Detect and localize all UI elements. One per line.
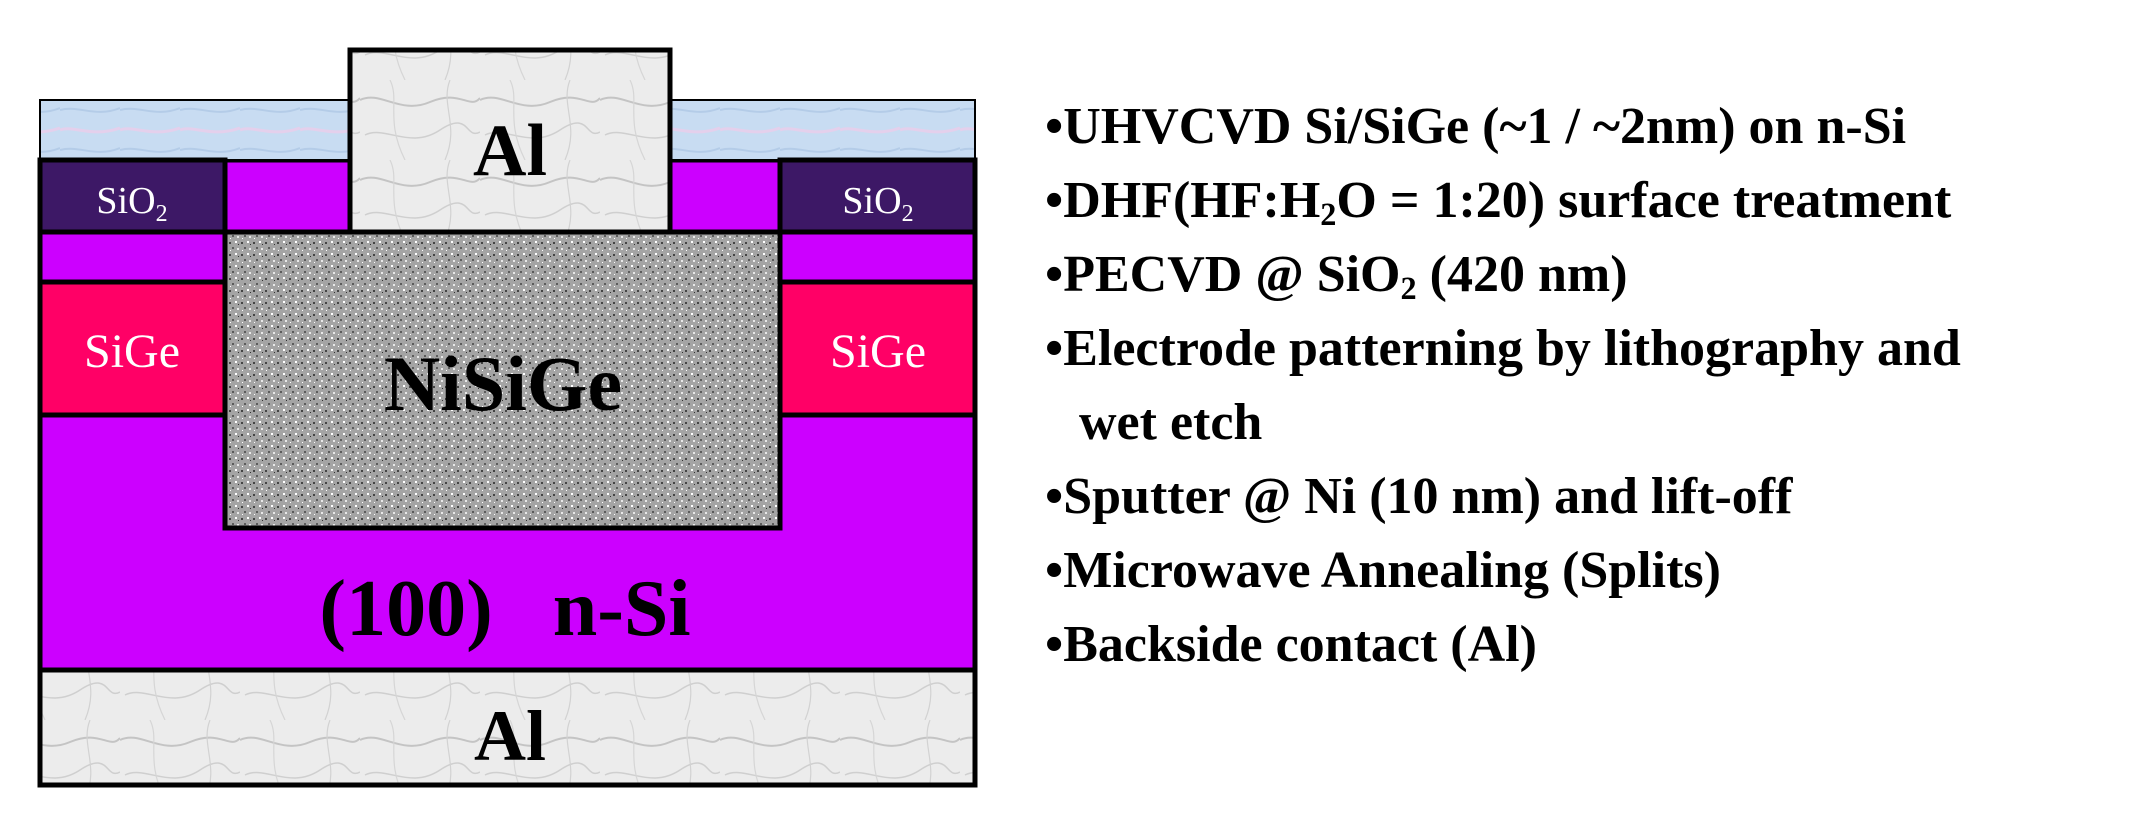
bullet: • [1045, 616, 1064, 673]
bottom-al-label: Al [474, 696, 546, 776]
nisige-label: NiSiGe [384, 340, 622, 427]
step-2-text-b: O = 1:20) surface treatment [1336, 172, 1952, 229]
step-4: •Electrode patterning by lithography and… [1045, 312, 2125, 460]
device-cross-section-diagram: Al NiSiGe SiO2 SiO2 SiGe SiGe (100) n-Si… [37, 47, 978, 788]
sige-left-label: SiGe [84, 325, 180, 378]
step-4-continuation: wet etch [1079, 394, 1263, 451]
sio2-left-block [37, 157, 228, 235]
process-steps-list: •UHVCVD Si/SiGe (~1 / ~2nm) on n-Si •DHF… [1045, 90, 2125, 682]
step-6-text: Microwave Annealing (Splits) [1063, 542, 1721, 599]
bottom-al-layer [37, 667, 978, 788]
sio2-left-subscript: 2 [156, 201, 168, 227]
bullet: • [1045, 98, 1064, 155]
bullet: • [1045, 320, 1064, 377]
sige-right-label: SiGe [830, 325, 926, 378]
step-3-subscript: 2 [1400, 270, 1417, 307]
step-2-subscript: 2 [1320, 196, 1337, 233]
top-al-label: Al [473, 110, 547, 192]
bullet: • [1045, 542, 1064, 599]
sio2-right-base: SiO [842, 180, 901, 222]
step-5: •Sputter @ Ni (10 nm) and lift-off [1045, 460, 2125, 534]
step-3-text-b: (420 nm) [1416, 246, 1628, 303]
step-2: •DHF(HF:H2O = 1:20) surface treatment [1045, 164, 2125, 238]
passivation-left [39, 99, 351, 161]
passivation-right [664, 99, 976, 161]
sige-left-block [37, 279, 228, 418]
top-al-electrode [347, 47, 673, 235]
step-4-text: Electrode patterning by lithography and [1063, 320, 1961, 377]
step-3-text-a: PECVD @ SiO [1063, 246, 1401, 303]
bullet: • [1045, 172, 1064, 229]
bullet: • [1045, 468, 1064, 525]
step-1-text: UHVCVD Si/SiGe (~1 / ~2nm) on n-Si [1063, 98, 1907, 155]
sio2-left-base: SiO [96, 180, 155, 222]
sio2-right-label: SiO2 [842, 180, 913, 227]
step-5-text: Sputter @ Ni (10 nm) and lift-off [1063, 468, 1793, 525]
step-3: •PECVD @ SiO2 (420 nm) [1045, 238, 2125, 312]
step-7: •Backside contact (Al) [1045, 608, 2125, 682]
step-7-text: Backside contact (Al) [1063, 616, 1537, 673]
step-2-text-a: DHF(HF:H [1063, 172, 1321, 229]
bullet: • [1045, 246, 1064, 303]
sio2-left-label: SiO2 [96, 180, 167, 227]
step-1: •UHVCVD Si/SiGe (~1 / ~2nm) on n-Si [1045, 90, 2125, 164]
sio2-right-block [777, 157, 978, 235]
step-6: •Microwave Annealing (Splits) [1045, 534, 2125, 608]
substrate-label: (100) n-Si [319, 565, 690, 653]
sio2-right-subscript: 2 [902, 201, 914, 227]
nisige-silicide-block [222, 229, 783, 531]
